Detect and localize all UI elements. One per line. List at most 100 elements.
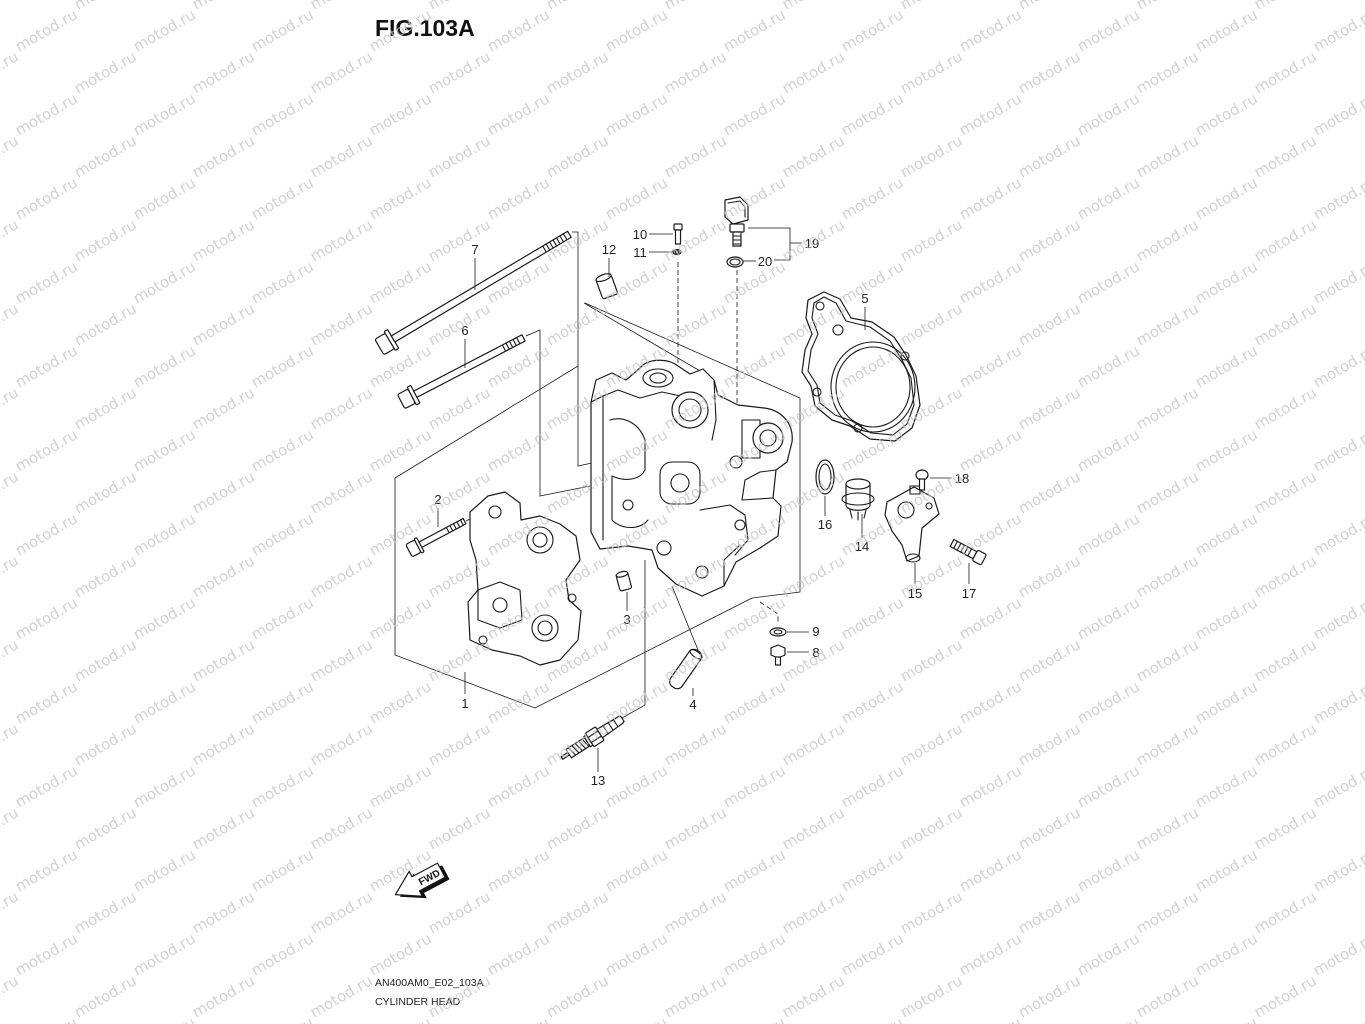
- watermark-text: motod.ru: [71, 299, 140, 349]
- part-2-bolt: [405, 517, 467, 557]
- watermark-text: motod.ru: [366, 257, 435, 307]
- watermark-text: motod.ru: [543, 131, 612, 181]
- watermark-text: motod.ru: [425, 383, 494, 433]
- watermark-text: motod.ru: [1310, 1013, 1365, 1024]
- watermark-text: motod.ru: [661, 719, 730, 769]
- watermark-text: motod.ru: [838, 845, 907, 895]
- watermark-text: motod.ru: [1015, 803, 1084, 853]
- watermark-text: motod.ru: [1074, 929, 1143, 979]
- watermark-text: motod.ru: [1251, 551, 1320, 601]
- watermark-text: motod.ru: [956, 929, 1025, 979]
- watermark-text: motod.ru: [248, 89, 317, 139]
- part-1-head-left-section: [467, 491, 582, 666]
- callout-18[interactable]: 18: [955, 471, 969, 486]
- callout-14[interactable]: 14: [855, 539, 869, 554]
- callout-6[interactable]: 6: [461, 323, 468, 338]
- watermark-text: motod.ru: [71, 47, 140, 97]
- callout-17[interactable]: 17: [962, 586, 976, 601]
- watermark-text: motod.ru: [248, 677, 317, 727]
- watermark-text: motod.ru: [189, 803, 258, 853]
- watermark-text: motod.ru: [484, 425, 553, 475]
- watermark-text: motod.ru: [0, 47, 22, 97]
- watermark-text: motod.ru: [71, 131, 140, 181]
- callout-2[interactable]: 2: [434, 492, 441, 507]
- callout-13[interactable]: 13: [591, 773, 605, 788]
- watermark-text: motod.ru: [1015, 383, 1084, 433]
- watermark-text: motod.ru: [1133, 215, 1202, 265]
- callout-9[interactable]: 9: [812, 624, 819, 639]
- watermark-text: motod.ru: [956, 1013, 1025, 1024]
- callout-11[interactable]: 11: [633, 245, 647, 260]
- watermark-text: motod.ru: [838, 761, 907, 811]
- watermark-text: motod.ru: [1310, 593, 1365, 643]
- figure-title: FIG.103A: [375, 15, 475, 41]
- watermark-text: motod.ru: [1192, 1013, 1261, 1024]
- watermark-text: motod.ru: [307, 383, 376, 433]
- watermark-text: motod.ru: [543, 971, 612, 1021]
- watermark-text: motod.ru: [779, 47, 848, 97]
- watermark-text: motod.ru: [1251, 887, 1320, 937]
- watermark-text: motod.ru: [956, 89, 1025, 139]
- watermark-text: motod.ru: [956, 5, 1025, 55]
- callout-3[interactable]: 3: [623, 612, 630, 627]
- watermark-text: motod.ru: [1133, 971, 1202, 1021]
- watermark-text: motod.ru: [838, 929, 907, 979]
- watermark-text: motod.ru: [1310, 257, 1365, 307]
- part-7-bolt: [374, 230, 572, 355]
- watermark-text: motod.ru: [1074, 89, 1143, 139]
- watermark-text: motod.ru: [0, 467, 22, 517]
- watermark-text: motod.ru: [1310, 5, 1365, 55]
- watermark-text: motod.ru: [956, 425, 1025, 475]
- callout-8[interactable]: 8: [812, 645, 819, 660]
- callout-5[interactable]: 5: [861, 291, 868, 306]
- watermark-text: motod.ru: [1074, 425, 1143, 475]
- callout-20[interactable]: 20: [758, 254, 772, 269]
- watermark-text: motod.ru: [543, 887, 612, 937]
- part-9-washer: [769, 627, 787, 637]
- watermark-text: motod.ru: [1074, 257, 1143, 307]
- watermark-text: motod.ru: [12, 257, 81, 307]
- watermark-text: motod.ru: [130, 761, 199, 811]
- callout-16[interactable]: 16: [818, 517, 832, 532]
- watermark-text: motod.ru: [12, 593, 81, 643]
- watermark-text: motod.ru: [720, 89, 789, 139]
- watermark-text: motod.ru: [1192, 425, 1261, 475]
- callout-7[interactable]: 7: [471, 242, 478, 257]
- callout-4[interactable]: 4: [689, 697, 696, 712]
- watermark-text: motod.ru: [720, 5, 789, 55]
- part-12-dowel: [595, 273, 618, 300]
- watermark-text: motod.ru: [602, 1013, 671, 1024]
- watermark-text: motod.ru: [897, 887, 966, 937]
- watermark-text: motod.ru: [307, 719, 376, 769]
- watermark-text: motod.ru: [425, 299, 494, 349]
- part-19-sensor: [724, 196, 749, 247]
- part-13-spark-plug: [560, 715, 625, 760]
- watermark-text: motod.ru: [1074, 173, 1143, 223]
- callout-12[interactable]: 12: [602, 242, 616, 257]
- watermark-text: motod.ru: [1015, 215, 1084, 265]
- callout-leader-lines: [437, 227, 970, 772]
- assembly-frame: [394, 302, 801, 709]
- watermark-text: motod.ru: [0, 0, 22, 13]
- watermark-text: motod.ru: [779, 971, 848, 1021]
- callout-10[interactable]: 10: [633, 227, 647, 242]
- part-18-bolt: [915, 469, 929, 491]
- callout-1[interactable]: 1: [461, 696, 468, 711]
- watermark-text: motod.ru: [130, 5, 199, 55]
- watermark-text: motod.ru: [720, 761, 789, 811]
- watermark-text: motod.ru: [1192, 929, 1261, 979]
- watermark-text: motod.ru: [130, 677, 199, 727]
- watermark-text: motod.ru: [307, 299, 376, 349]
- watermark-text: motod.ru: [543, 47, 612, 97]
- watermark-text: motod.ru: [1133, 887, 1202, 937]
- callout-15[interactable]: 15: [908, 586, 922, 601]
- watermark-text: motod.ru: [307, 131, 376, 181]
- watermark-text: motod.ru: [248, 341, 317, 391]
- watermark-text: motod.ru: [1192, 845, 1261, 895]
- watermark-text: motod.ru: [366, 929, 435, 979]
- watermark-text: motod.ru: [189, 0, 258, 13]
- watermark-text: motod.ru: [661, 131, 730, 181]
- callout-labels: 1 2 3 4 5 6 7 8 9 10 11 12 13 14 15 16 1…: [434, 227, 976, 788]
- callout-19[interactable]: 19: [805, 236, 819, 251]
- watermark-text: motod.ru: [720, 341, 789, 391]
